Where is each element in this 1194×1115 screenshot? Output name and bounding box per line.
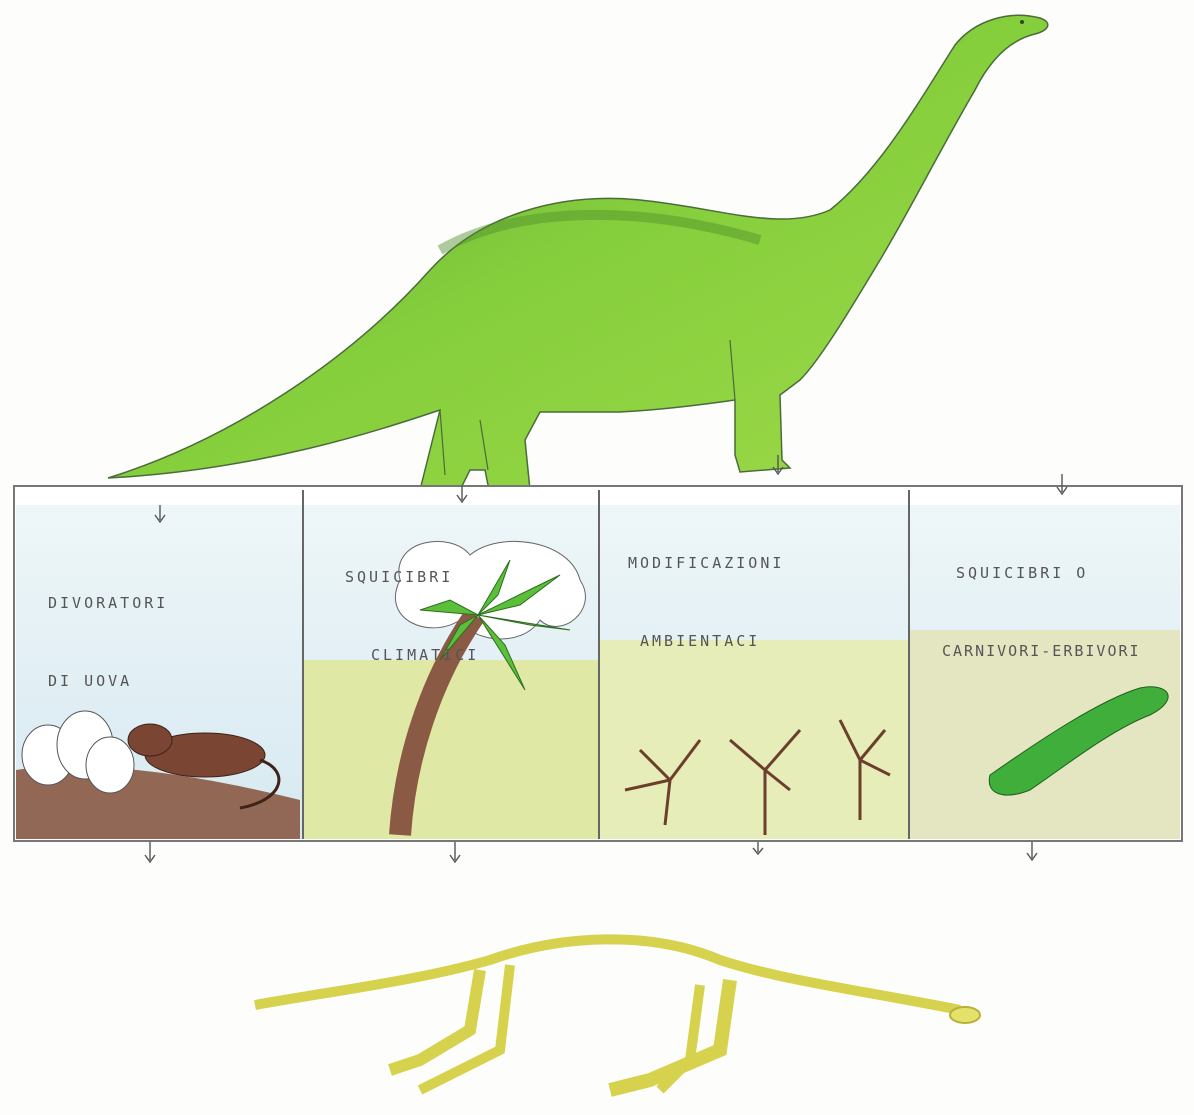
panel-label-line1: SQUICIBRI xyxy=(345,564,479,590)
panel-label-egg-eaters: DIVORATORI DI UOVA xyxy=(48,538,168,746)
panel-label-line1: MODIFICAZIONI xyxy=(628,550,784,576)
panel-label-line2: AMBIENTACI xyxy=(628,628,784,654)
panel-label-line1: DIVORATORI xyxy=(48,590,168,616)
panel-label-line2: DI UOVA xyxy=(48,668,168,694)
dinosaur-skeleton xyxy=(255,939,980,1090)
sauropod-dinosaur xyxy=(108,15,1048,495)
panel-label-carnivore-herbivore: SQUICIBRI O CARNIVORI-ERBIVORI xyxy=(956,508,1141,716)
panel-label-line2: CLIMATICI xyxy=(345,642,479,668)
panel-label-environment: MODIFICAZIONI AMBIENTACI xyxy=(628,498,784,706)
panel-label-line1: SQUICIBRI O xyxy=(956,560,1141,586)
panel-label-line2: CARNIVORI-ERBIVORI xyxy=(942,638,1141,664)
panel-label-climate: SQUICIBRI CLIMATICI xyxy=(345,512,479,720)
